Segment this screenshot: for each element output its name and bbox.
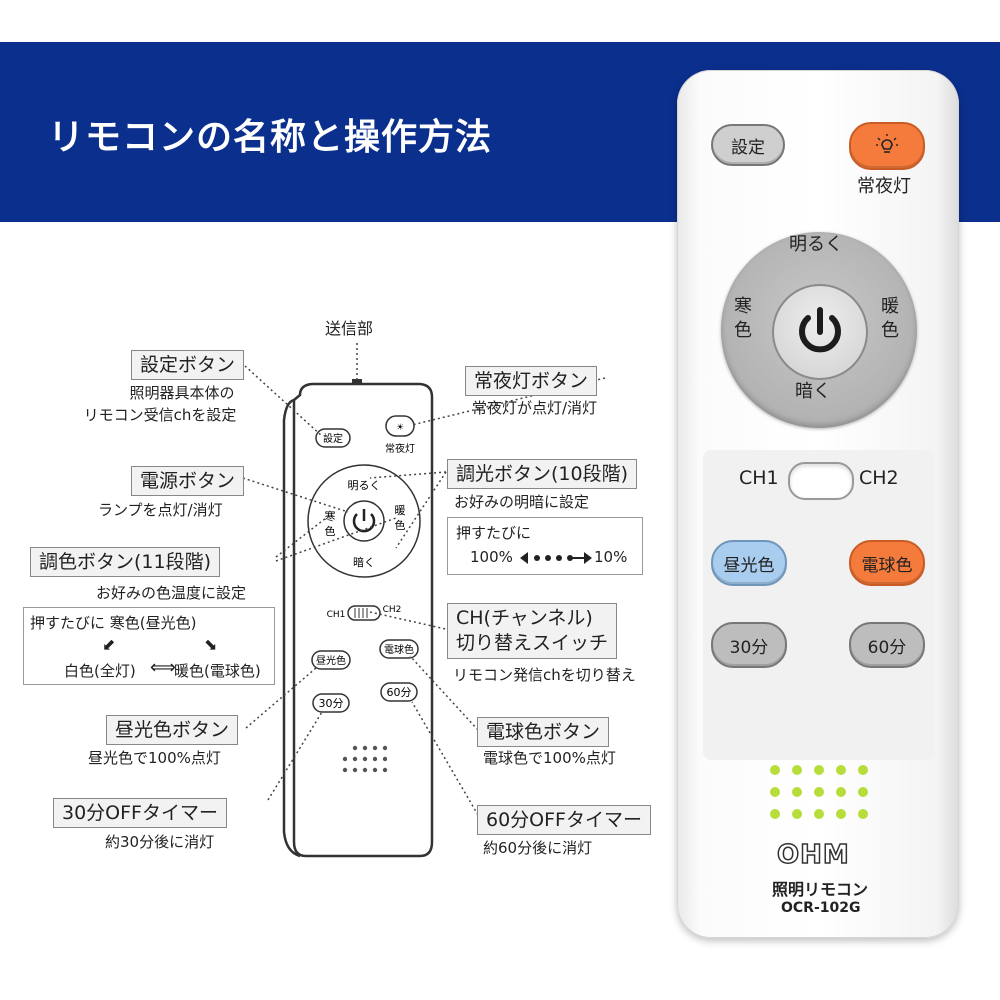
- nightlight-button[interactable]: [849, 122, 925, 170]
- timer60-label: 60分OFFタイマー: [477, 805, 651, 835]
- cool-color-button-2[interactable]: 色: [734, 320, 752, 341]
- power-button-label: 電源ボタン: [131, 466, 245, 496]
- daylight-button-label: 昼光色ボタン: [106, 715, 239, 745]
- sketch-speaker-holes: [342, 745, 388, 773]
- leader-lines: [242, 343, 606, 816]
- sketch-daylight-button: [311, 650, 351, 670]
- ch-desc: リモコン発信chを切り替え: [453, 666, 636, 684]
- sketch-warm2-text: 色: [395, 518, 406, 532]
- sketch-warm-text: 電球色: [384, 643, 414, 656]
- dimming-info-box: 押すたびに 100% 10%: [447, 517, 643, 575]
- sketch-60min-text: 60分: [387, 686, 412, 699]
- transmitter-label: 送信部: [325, 319, 374, 338]
- sketch-ch1-text: CH1: [327, 610, 346, 620]
- cool-color-button-1[interactable]: 寒: [734, 296, 752, 317]
- dimming-box-line3: 10%: [594, 548, 628, 566]
- dimming-desc: お好みの明暗に設定: [454, 493, 590, 511]
- timer30-desc: 約30分後に消灯: [105, 833, 215, 851]
- sketch-nightlight-button: [385, 415, 415, 437]
- settings-button-label: 設定ボタン: [131, 350, 245, 380]
- settings-desc-2: リモコン受信chを設定: [83, 406, 237, 424]
- warm-button-label: 電球色ボタン: [477, 717, 610, 747]
- dimming-box-line1: 押すたびに: [456, 524, 532, 542]
- sketch-brighter-text: 明るく: [348, 479, 381, 492]
- sketch-darker-text: 暗く: [353, 555, 375, 569]
- bulb-icon: [876, 134, 898, 153]
- color-info-box: 押すたびに 寒色(昼光色) ⬋ ⬊ 白色(全灯) ⟺ 暖色(電球色): [23, 607, 275, 685]
- sketch-30min-button: [312, 693, 350, 713]
- power-desc: ランプを点灯/消灯: [98, 501, 223, 519]
- arrow-up-left-icon: ⬋: [102, 635, 116, 654]
- warm-desc: 電球色で100%点灯: [483, 749, 616, 767]
- indicator-dots: [770, 765, 868, 819]
- arrow-down-right-icon: ⬊: [204, 635, 218, 654]
- sketch-settings-button: [315, 428, 351, 448]
- dimming-button-label: 調光ボタン(10段階): [447, 459, 638, 489]
- brighter-button[interactable]: 明るく: [789, 234, 843, 255]
- product-name: 照明リモコン: [772, 880, 869, 899]
- dimming-arrow-icon: [520, 552, 592, 564]
- color-box-line1: 押すたびに 寒色(昼光色): [30, 614, 197, 632]
- sketch-warm-button: [379, 639, 419, 659]
- ch1-text: CH1: [739, 467, 779, 489]
- settings-desc-1: 照明器具本体の: [129, 384, 235, 402]
- model-number: OCR-102G: [781, 900, 861, 916]
- power-button[interactable]: [772, 284, 868, 380]
- sketch-ch2-text: CH2: [383, 605, 402, 615]
- brand-logo: OHM: [776, 839, 850, 871]
- dimming-box-line2: 100%: [470, 548, 513, 566]
- timer60-desc: 約60分後に消灯: [483, 839, 593, 857]
- ch-switch-label: CH(チャンネル) 切り替えスイッチ: [447, 603, 618, 659]
- warm-light-button[interactable]: 電球色: [849, 540, 925, 586]
- button-panel: [703, 450, 935, 760]
- sketch-ch-switch: [347, 605, 381, 621]
- color-box-line2: 白色(全灯): [64, 662, 136, 680]
- nightlight-button-label: 常夜灯ボタン: [465, 366, 598, 396]
- timer30-label: 30分OFFタイマー: [53, 798, 227, 828]
- warm-color-button-1[interactable]: 暖: [881, 296, 899, 317]
- remote-sketch: 設定 ☀ 常夜灯 明るく 暗く 寒 色 暖 色 CH1 CH2 昼光色 電球色 …: [242, 343, 606, 858]
- darker-button[interactable]: 暗く: [795, 381, 831, 402]
- nightlight-text: 常夜灯: [857, 176, 911, 197]
- bulb-icon: ☀: [396, 423, 404, 433]
- warm-color-button-2[interactable]: 色: [881, 320, 899, 341]
- page-title: リモコンの名称と操作方法: [48, 117, 493, 158]
- nightlight-desc: 常夜灯が点灯/消灯: [472, 399, 598, 417]
- ch-switch-label-1: CH(チャンネル): [456, 607, 593, 629]
- sketch-settings-text: 設定: [323, 432, 343, 445]
- sketch-cool1-text: 寒: [325, 509, 336, 523]
- ch-switch[interactable]: [788, 462, 854, 500]
- ch-switch-label-2: 切り替えスイッチ: [456, 632, 609, 654]
- daylight-button[interactable]: 昼光色: [711, 540, 787, 586]
- sketch-cool2-text: 色: [325, 524, 336, 538]
- power-icon: [799, 307, 841, 353]
- color-button-label: 調色ボタン(11段階): [30, 547, 221, 577]
- ch2-text: CH2: [859, 467, 899, 489]
- sketch-60min-button: [380, 682, 418, 702]
- daylight-desc: 昼光色で100%点灯: [88, 749, 221, 767]
- double-arrow-icon: ⟺: [150, 657, 176, 678]
- timer-60-button[interactable]: 60分: [849, 622, 925, 668]
- remote-photo: 設定 常夜灯 明るく 暗く 寒 色 暖 色 CH1 CH2 昼光色 電球色 30…: [677, 70, 959, 938]
- timer-30-button[interactable]: 30分: [711, 622, 787, 668]
- color-desc: お好みの色温度に設定: [96, 584, 247, 602]
- sketch-daylight-text: 昼光色: [316, 654, 346, 667]
- sketch-warm1-text: 暖: [395, 504, 406, 517]
- sketch-30min-text: 30分: [319, 697, 344, 710]
- color-box-line3: 暖色(電球色): [174, 662, 261, 680]
- settings-button[interactable]: 設定: [711, 124, 785, 166]
- sketch-nightlight-text: 常夜灯: [385, 442, 415, 455]
